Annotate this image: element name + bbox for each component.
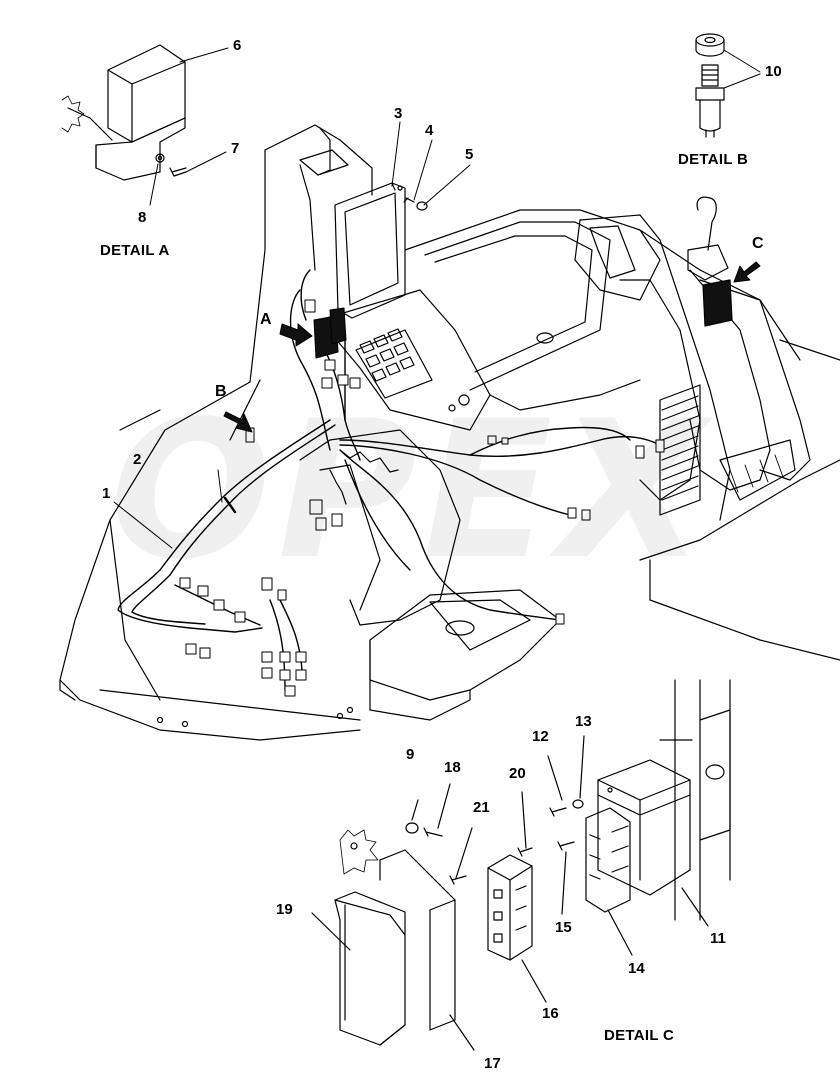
detail-a-controller — [61, 44, 187, 181]
callout-15: 15 — [555, 919, 572, 936]
view-arrows — [223, 261, 761, 433]
callout-9: 9 — [406, 746, 415, 763]
callout-13: 13 — [575, 713, 592, 730]
watermark: OPEX — [110, 380, 712, 601]
callout-19: 19 — [276, 901, 293, 918]
detail-c-assembly — [311, 679, 731, 1051]
screw-and-cap — [403, 197, 428, 211]
detail-b-switch — [695, 33, 761, 138]
callout-10: 10 — [765, 63, 782, 80]
callout-16: 16 — [542, 1005, 559, 1022]
callout-12: 12 — [532, 728, 549, 745]
view-marker-b: B — [215, 383, 227, 400]
callout-3: 3 — [394, 105, 403, 122]
callout-20: 20 — [509, 765, 526, 782]
callout-17: 17 — [484, 1055, 501, 1072]
view-marker-c: C — [752, 235, 764, 252]
callout-2: 2 — [133, 451, 142, 468]
callout-6: 6 — [233, 37, 242, 54]
connectors — [179, 299, 665, 697]
callout-11: 11 — [710, 930, 726, 947]
detail-c-title: DETAIL C — [604, 1027, 675, 1044]
callout-8: 8 — [138, 209, 147, 226]
main-operator-console — [59, 124, 840, 741]
detail-a-title: DETAIL A — [100, 242, 170, 259]
callout-1: 1 — [102, 485, 111, 502]
callout-18: 18 — [444, 759, 461, 776]
callout-5: 5 — [465, 146, 474, 163]
callout-4: 4 — [425, 122, 434, 139]
callout-14: 14 — [628, 960, 645, 977]
detail-b-title: DETAIL B — [678, 151, 749, 168]
view-marker-a: A — [260, 311, 272, 328]
callout-7: 7 — [231, 140, 240, 157]
wiring-harness — [117, 269, 661, 691]
callout-21: 21 — [473, 799, 490, 816]
